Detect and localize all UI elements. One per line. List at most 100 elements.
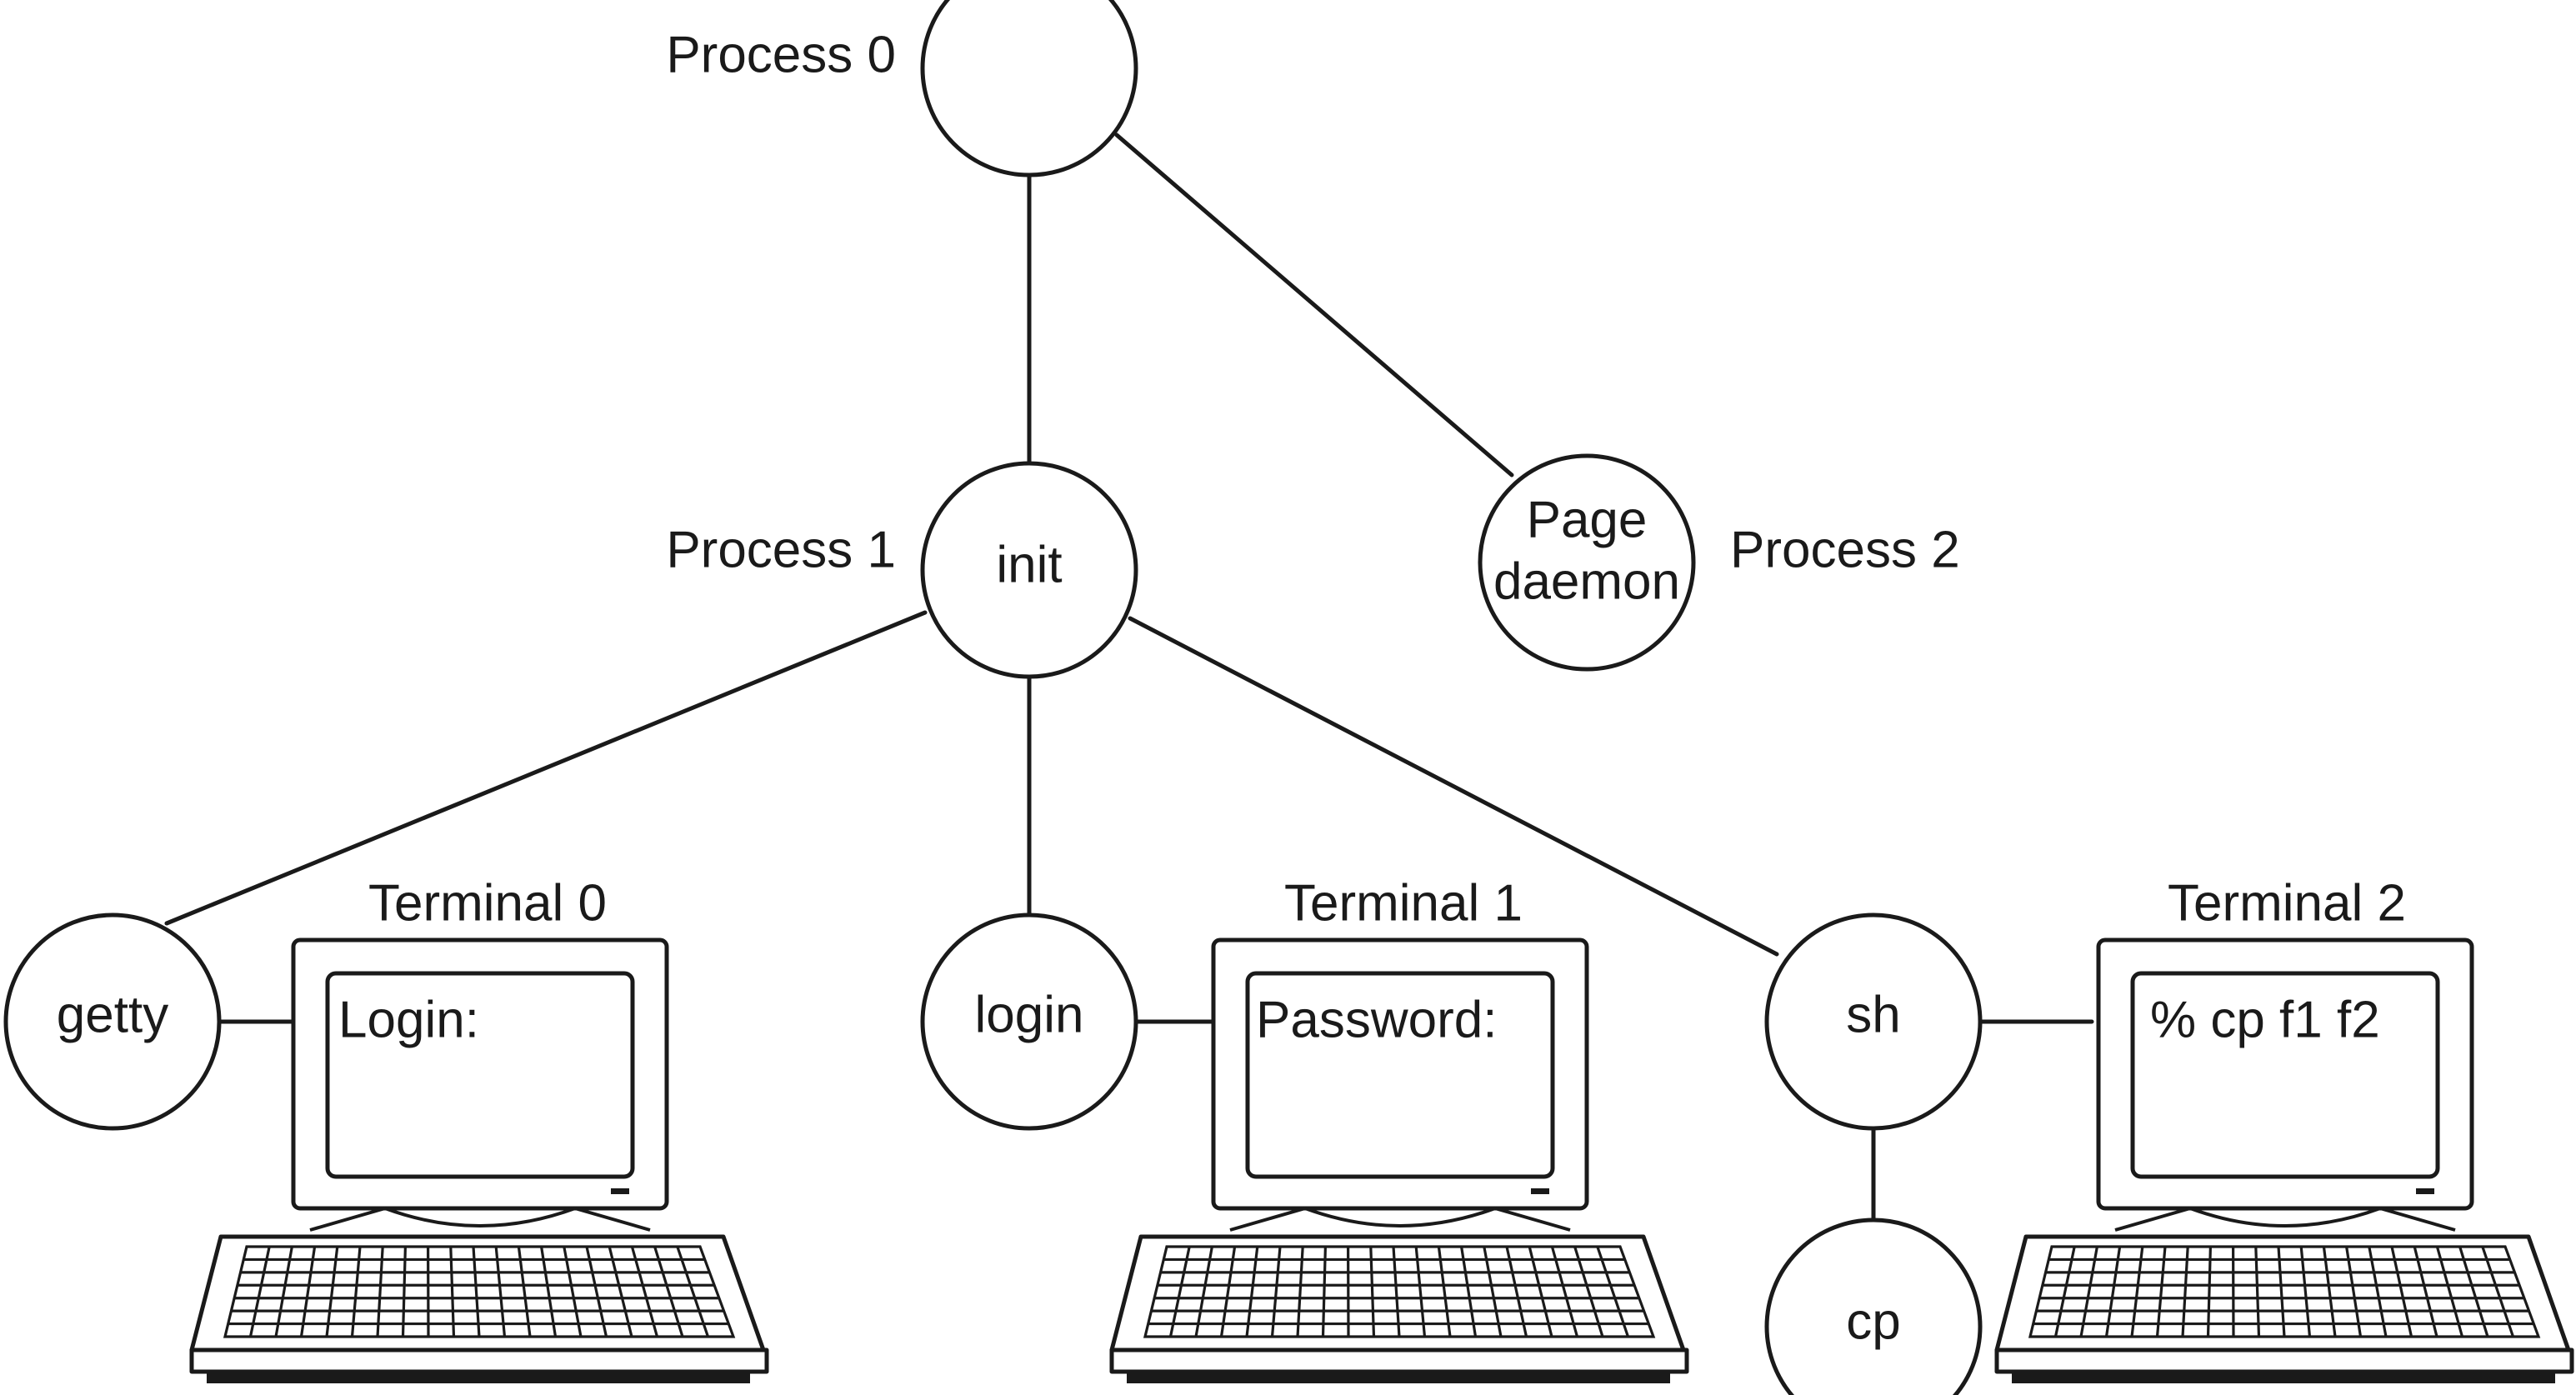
process0-label: Process 0 — [666, 26, 896, 83]
key-col-line — [2299, 1246, 2312, 1338]
key-col-line — [1460, 1246, 1478, 1338]
key-col-line — [1505, 1246, 1528, 1338]
page-daemon-label-line1: Page — [1527, 491, 1648, 548]
terminal-0-keyboard — [189, 1234, 769, 1383]
key-col-line — [2130, 1246, 2144, 1338]
key-col-line — [2413, 1246, 2438, 1338]
key-col-line — [2322, 1246, 2337, 1338]
monitor-screen — [1245, 971, 1555, 1179]
key-col-line — [2181, 1246, 2189, 1338]
terminal-1-monitor — [1211, 938, 1589, 1232]
page-daemon-node: Page daemon — [1478, 453, 1696, 672]
tree-edges — [164, 132, 2094, 1222]
terminal-0-title: Terminal 0 — [368, 874, 607, 932]
terminal-1-keyboard — [1109, 1234, 1689, 1383]
power-led-icon — [1531, 1188, 1549, 1194]
key-col-line — [653, 1246, 684, 1338]
monitor-stand-legs — [2114, 1207, 2456, 1232]
monitor-stand-base — [384, 1207, 576, 1228]
key-col-line — [2155, 1246, 2167, 1338]
terminal-1: Terminal 1 Password: — [1109, 874, 1689, 1383]
edge-process0-page-daemon — [1114, 132, 1514, 478]
key-col-line — [608, 1246, 633, 1338]
terminal-2-keyboard — [1994, 1234, 2574, 1383]
keyboard-keys — [223, 1245, 736, 1338]
monitor-stand-legs — [1229, 1207, 1571, 1232]
terminal-2-screen-text: % cp f1 f2 — [2150, 991, 2380, 1048]
keyboard-shadow — [207, 1372, 750, 1383]
key-col-line — [2277, 1246, 2286, 1338]
power-led-icon — [2416, 1188, 2434, 1194]
key-col-line — [248, 1246, 271, 1338]
sh-node-label: sh — [1846, 986, 1900, 1043]
key-col-line — [350, 1246, 362, 1338]
terminal-2-monitor — [2096, 938, 2474, 1232]
key-col-line — [1321, 1246, 1327, 1338]
key-col-line — [2368, 1246, 2388, 1338]
keyboard-shadow — [2012, 1372, 2555, 1383]
page-daemon-label-line2: daemon — [1493, 552, 1680, 610]
keyboard-keys — [1143, 1245, 1656, 1338]
login-node-label: login — [975, 986, 1084, 1043]
edge-init-getty — [164, 610, 928, 926]
getty-node: getty — [3, 912, 222, 1131]
key-col-line — [630, 1246, 659, 1338]
terminal-0-screen-text: Login: — [338, 991, 479, 1048]
key-col-line — [1596, 1246, 1630, 1338]
login-node: login — [920, 912, 1138, 1131]
monitor-stand-legs — [309, 1207, 651, 1232]
monitor-stand-base — [1304, 1207, 1496, 1228]
key-col-line — [401, 1246, 407, 1338]
keyboard-front — [1994, 1348, 2574, 1374]
process1-label: Process 1 — [666, 521, 896, 578]
edge-init-sh — [1128, 616, 1779, 957]
key-col-line — [1245, 1246, 1259, 1338]
key-col-line — [1550, 1246, 1579, 1338]
terminal-0: Terminal 0 Login: — [189, 874, 769, 1383]
key-col-line — [2345, 1246, 2363, 1338]
key-grid-outline — [2028, 1245, 2541, 1338]
key-grid-outline — [223, 1245, 736, 1338]
key-col-line — [1483, 1246, 1503, 1338]
init-node-label: init — [996, 536, 1062, 593]
monitor-stand-base — [2189, 1207, 2381, 1228]
key-col-line — [540, 1246, 558, 1338]
key-col-line — [1392, 1246, 1401, 1338]
key-col-line — [2053, 1246, 2076, 1338]
terminal-2: Terminal 2 % cp f1 f2 — [1994, 874, 2574, 1383]
key-col-line — [2481, 1246, 2515, 1338]
key-col-line — [274, 1246, 293, 1338]
key-col-line — [676, 1246, 710, 1338]
key-col-line — [2206, 1246, 2212, 1338]
key-col-line — [2104, 1246, 2122, 1338]
keyboard-front — [1109, 1348, 1689, 1374]
keyboard-keys — [2028, 1245, 2541, 1338]
terminal-1-screen-text: Password: — [1256, 991, 1497, 1048]
key-col-line — [1369, 1246, 1376, 1338]
cp-node-label: cp — [1846, 1292, 1900, 1350]
key-col-line — [2254, 1246, 2261, 1338]
key-col-line — [585, 1246, 608, 1338]
cp-node: cp — [1764, 1218, 1983, 1395]
keyboard-shadow — [1127, 1372, 1670, 1383]
power-led-icon — [611, 1188, 629, 1194]
key-col-line — [563, 1246, 583, 1338]
key-col-line — [1437, 1246, 1452, 1338]
key-col-line — [1573, 1246, 1604, 1338]
key-col-line — [1528, 1246, 1553, 1338]
key-grid-outline — [1143, 1245, 1656, 1338]
key-col-line — [376, 1246, 384, 1338]
key-col-line — [1270, 1246, 1282, 1338]
key-col-line — [1296, 1246, 1304, 1338]
terminal-0-monitor — [291, 938, 669, 1232]
process2-label: Process 2 — [1730, 521, 1960, 578]
key-col-line — [494, 1246, 507, 1338]
keyboard-front — [189, 1348, 769, 1374]
key-col-line — [2458, 1246, 2489, 1338]
key-col-line — [299, 1246, 317, 1338]
terminal-2-title: Terminal 2 — [2168, 874, 2406, 932]
init-node: init — [920, 461, 1138, 679]
process0-node — [920, 0, 1138, 178]
key-col-line — [1168, 1246, 1191, 1338]
